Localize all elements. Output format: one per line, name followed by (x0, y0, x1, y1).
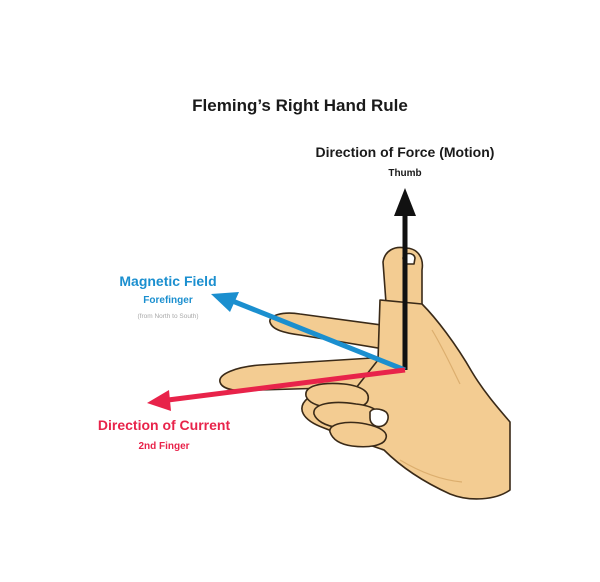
field-arrow-head (211, 292, 239, 312)
diagram-title: Fleming’s Right Hand Rule (192, 96, 408, 115)
current-sub-label: 2nd Finger (138, 441, 190, 452)
field-note: (from North to South) (137, 313, 199, 320)
field-label: Magnetic Field (119, 273, 217, 289)
force-label: Direction of Force (Motion) (315, 144, 495, 160)
force-sub-label: Thumb (388, 168, 422, 179)
current-arrow-head (147, 390, 171, 411)
force-arrow-head (394, 188, 416, 216)
current-arrow (167, 367, 406, 403)
hand-illustration (219, 246, 511, 500)
current-label: Direction of Current (97, 417, 231, 433)
field-arrow (229, 297, 406, 373)
hand-shading (399, 329, 463, 483)
field-sub-label: Forefinger (143, 295, 193, 306)
